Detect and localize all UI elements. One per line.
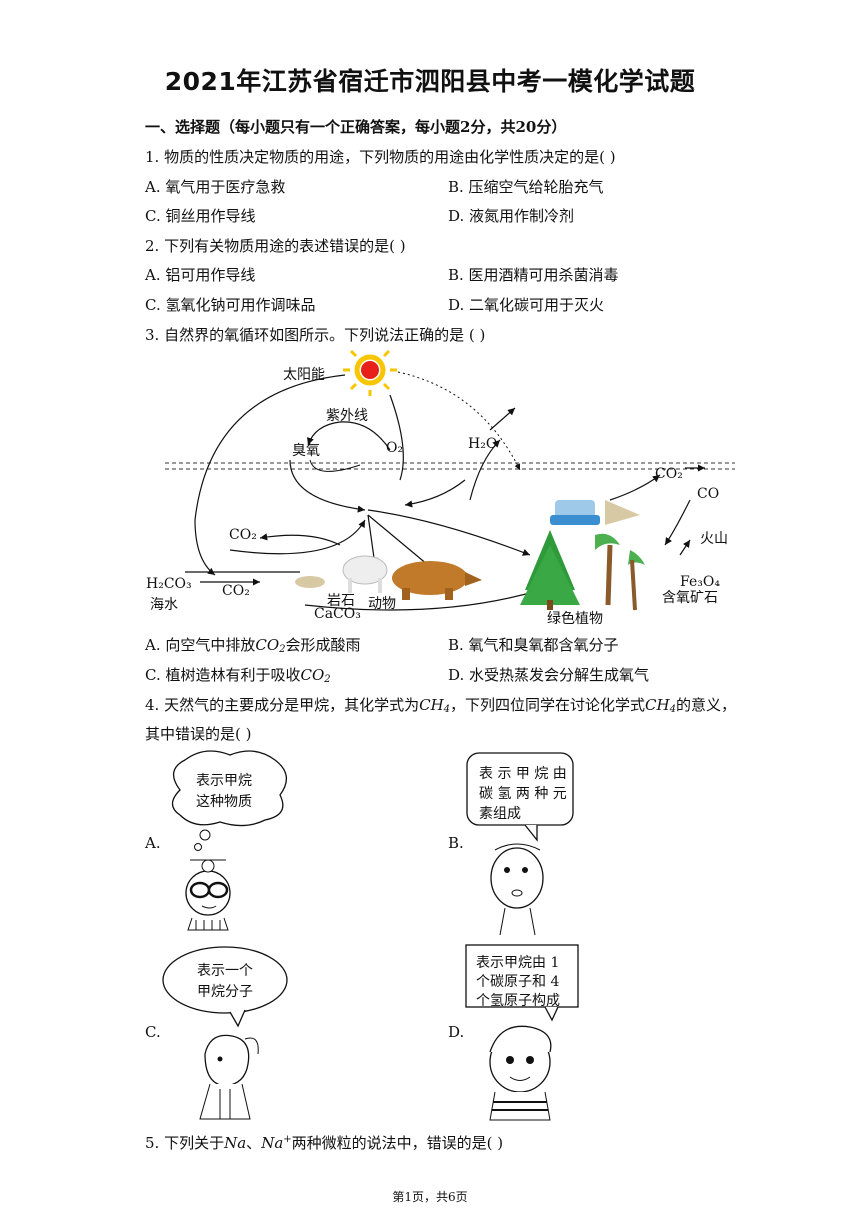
diagram-label-h2co3: H₂CO₃ bbox=[146, 576, 192, 592]
q4-c-speech-bubble bbox=[162, 946, 288, 1120]
animals-illustration bbox=[295, 555, 482, 600]
diagram-label-ozone: 臭氧 bbox=[292, 443, 320, 459]
q1-stem: 1. 物质的性质决定物质的用途，下列物质的用途由化学性质决定的是( ) bbox=[145, 148, 616, 166]
q4-d-bubble-line1: 表示甲烷由 1 bbox=[476, 955, 560, 971]
q4-option-a-label[interactable]: A. bbox=[145, 834, 161, 852]
q3-c-text: C. 植树造林有利于吸收 bbox=[145, 666, 301, 684]
diagram-label-volcano: 火山 bbox=[700, 531, 728, 547]
q4-b-boy-icon bbox=[490, 843, 544, 936]
q4-option-b-label[interactable]: B. bbox=[448, 834, 464, 852]
q3-a-formula: CO bbox=[255, 636, 280, 654]
q5-stem: 5. 下列关于Na、Na+两种微粒的说法中，错误的是( ) bbox=[145, 1132, 503, 1153]
diagram-label-sea: 海水 bbox=[150, 597, 178, 613]
q1-option-b[interactable]: B. 压缩空气给轮胎充气 bbox=[448, 178, 604, 196]
q5-naplus-formula: Na bbox=[261, 1134, 284, 1152]
q5-na-formula: Na bbox=[224, 1134, 247, 1152]
q4-formula-subscript: 4 bbox=[443, 704, 451, 715]
q1-option-c[interactable]: C. 铜丝用作导线 bbox=[145, 207, 256, 225]
q3-stem: 3. 自然界的氧循环如图所示。下列说法正确的是 ( ) bbox=[145, 326, 486, 344]
q5-separator: 、 bbox=[246, 1134, 262, 1152]
diagram-label-h2o: H₂O bbox=[468, 436, 498, 452]
diagram-label-solar: 太阳能 bbox=[283, 367, 325, 383]
q3-option-b[interactable]: B. 氧气和臭氧都含氧分子 bbox=[448, 636, 619, 654]
q3-a-text: A. 向空气中排放 bbox=[145, 636, 256, 654]
q4-option-c-label[interactable]: C. bbox=[145, 1023, 161, 1041]
q1-option-a[interactable]: A. 氧气用于医疗急救 bbox=[145, 178, 286, 196]
q4-option-d-label[interactable]: D. bbox=[448, 1023, 465, 1041]
q4-c-bubble-line1: 表示一个 bbox=[197, 963, 253, 979]
diagram-label-animals: 动物 bbox=[368, 596, 396, 612]
section-heading: 一、选择题（每小题只有一个正确答案，每小题2分，共20分） bbox=[145, 118, 567, 136]
diagram-label-caco3: CaCO₃ bbox=[314, 606, 361, 622]
q4-stem-text: 4. 天然气的主要成分是甲烷，其化学式为 bbox=[145, 696, 420, 714]
q4-b-bubble-line1: 表 示 甲 烷 由 bbox=[479, 766, 567, 782]
page-footer: 第1页，共6页 bbox=[392, 1190, 468, 1204]
diagram-label-co2-top: CO₂ bbox=[655, 466, 683, 482]
q4-d-bubble-line3: 个氢原子构成 bbox=[476, 993, 560, 1009]
q4-stem-end: 的意义， bbox=[675, 696, 736, 714]
q3-option-c[interactable]: C. 植树造林有利于吸收CO2 bbox=[145, 664, 331, 685]
q4-b-bubble-line2: 碳 氢 两 种 元 bbox=[479, 786, 567, 802]
q2-option-b[interactable]: B. 医用酒精可用杀菌消毒 bbox=[448, 266, 619, 284]
page-title: 2021年江苏省宿迁市泗阳县中考一模化学试题 bbox=[164, 67, 696, 96]
q4-stem-mid: ，下列四位同学在讨论化学式 bbox=[450, 696, 646, 714]
q4-a-speech-bubble bbox=[171, 750, 287, 931]
q3-a-subscript: 2 bbox=[279, 644, 286, 655]
q5-stem-end: 两种微粒的说法中，错误的是( ) bbox=[291, 1134, 504, 1152]
q4-d-speech-bubble bbox=[465, 944, 579, 1121]
q4-stem: 4. 天然气的主要成分是甲烷，其化学式为CH4，下列四位同学在讨论化学式CH4的… bbox=[145, 694, 736, 715]
q4-a-girl-icon bbox=[185, 859, 231, 931]
diagram-label-fe3o4: Fe₃O₄ bbox=[680, 574, 720, 590]
q5-naplus-charge: + bbox=[283, 1134, 292, 1145]
q4-stem-line2: 其中错误的是( ) bbox=[145, 725, 252, 743]
q4-d-bubble-line2: 个碳原子和 4 bbox=[476, 974, 560, 990]
q4-d-boy-icon bbox=[489, 1025, 552, 1121]
q1-option-d[interactable]: D. 液氮用作制冷剂 bbox=[448, 207, 575, 225]
q4-c-girl-icon bbox=[199, 1034, 259, 1120]
q2-option-c[interactable]: C. 氢氧化钠可用作调味品 bbox=[145, 296, 316, 314]
q4-b-speech-bubble bbox=[466, 752, 574, 936]
diagram-label-o2: O₂ bbox=[386, 440, 404, 456]
q4-formula: CH bbox=[419, 696, 444, 714]
q5-stem-text: 5. 下列关于 bbox=[145, 1134, 225, 1152]
q3-option-d[interactable]: D. 水受热蒸发会分解生成氧气 bbox=[448, 666, 650, 684]
diagram-label-co: CO bbox=[697, 486, 720, 502]
q4-a-bubble-line1: 表示甲烷 bbox=[196, 773, 252, 789]
green-plants-illustration bbox=[520, 500, 645, 611]
diagram-label-uv: 紫外线 bbox=[326, 408, 368, 424]
q3-c-subscript: 2 bbox=[324, 674, 331, 685]
diagram-label-co2-left: CO₂ bbox=[229, 527, 257, 543]
q4-formula-2-subscript: 4 bbox=[669, 704, 676, 715]
oxygen-cycle-diagram bbox=[165, 350, 735, 611]
q4-a-bubble-line2: 这种物质 bbox=[196, 794, 252, 810]
diagram-label-plants: 绿色植物 bbox=[547, 611, 603, 627]
q3-c-formula: CO bbox=[300, 666, 325, 684]
diagram-label-co2-bottom: CO₂ bbox=[222, 583, 250, 599]
q4-formula-2: CH bbox=[645, 696, 670, 714]
q4-b-bubble-line3: 素组成 bbox=[479, 806, 521, 822]
q2-option-a[interactable]: A. 铝可用作导线 bbox=[145, 266, 256, 284]
q2-stem: 2. 下列有关物质用途的表述错误的是( ) bbox=[145, 237, 406, 255]
q3-a-text-end: 会形成酸雨 bbox=[285, 636, 361, 654]
q2-option-d[interactable]: D. 二氧化碳可用于灭火 bbox=[448, 296, 605, 314]
sun-icon bbox=[343, 350, 397, 396]
diagram-label-rock: 岩石 bbox=[327, 593, 355, 609]
diagram-label-ore: 含氧矿石 bbox=[662, 590, 718, 606]
q3-option-a[interactable]: A. 向空气中排放CO2会形成酸雨 bbox=[145, 634, 361, 655]
q4-c-bubble-line2: 甲烷分子 bbox=[197, 984, 253, 1000]
